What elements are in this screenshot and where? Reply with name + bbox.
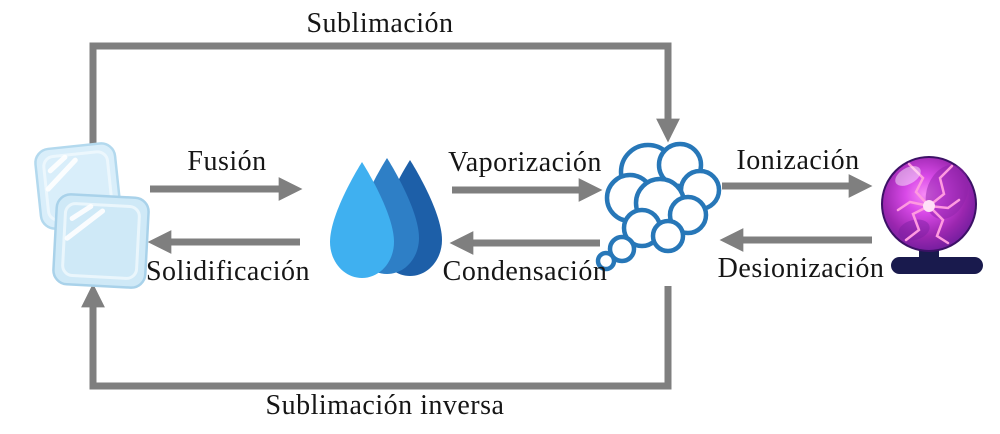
label-solidificacion: Solidificación: [145, 256, 311, 287]
sublimacion-arrow: [89, 42, 680, 152]
gas-cloud-icon: [595, 141, 722, 272]
ice-cubes-icon: [34, 142, 150, 289]
label-vaporizacion: Vaporización: [448, 147, 602, 178]
water-drops-icon: [330, 158, 442, 278]
label-desionizacion: Desionización: [717, 253, 885, 284]
label-sublimacion: Sublimación: [306, 8, 454, 39]
transition-arrows: [81, 42, 873, 390]
label-fusion: Fusión: [187, 146, 267, 177]
label-ionizacion: Ionización: [736, 145, 860, 176]
sublimacion-inversa-arrow: [81, 283, 672, 390]
label-condensacion: Condensación: [442, 256, 608, 287]
plasma-ball-icon: [881, 156, 983, 274]
plasma-lightning: [896, 162, 961, 245]
label-sublimacion-inversa: Sublimación inversa: [265, 390, 505, 421]
